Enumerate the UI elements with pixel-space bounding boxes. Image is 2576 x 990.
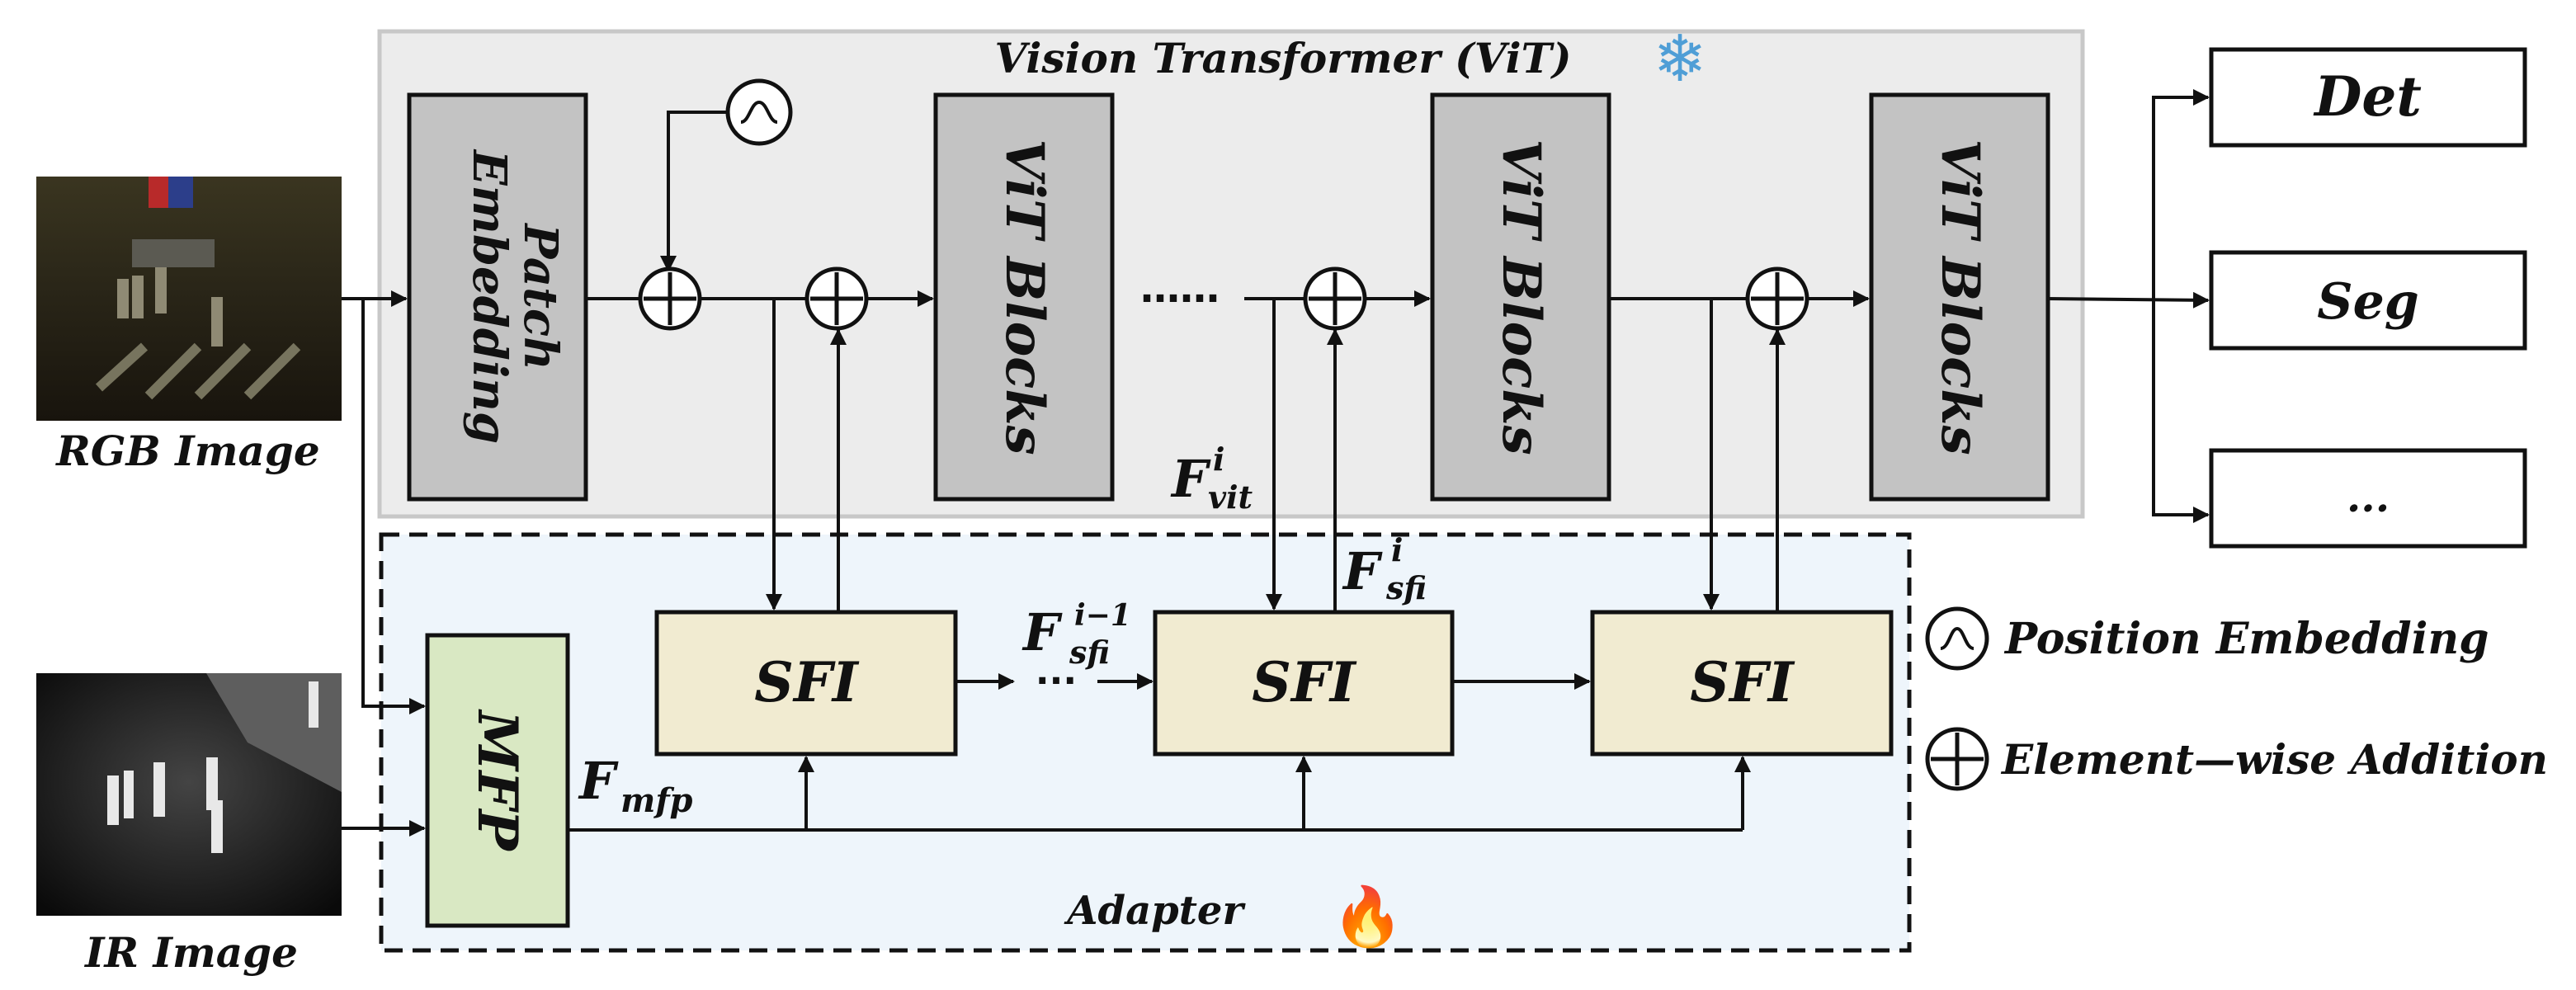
svg-text:ViT Blocks: ViT Blocks (993, 139, 1055, 455)
rgb-image-label: RGB Image (54, 427, 319, 475)
patch-embedding-block: Patch Embedding (407, 92, 588, 502)
add-icon (1925, 727, 1989, 791)
svg-text:SFI: SFI (1690, 650, 1795, 714)
sfi-ellipsis: ··· (1036, 660, 1077, 702)
svg-text:F: F (1170, 449, 1211, 509)
output-seg: Seg (2209, 250, 2527, 351)
svg-text:sfi: sfi (1385, 569, 1427, 606)
add-icon (804, 266, 869, 331)
position-embedding-icon (725, 78, 793, 146)
ir-image (36, 673, 342, 916)
svg-text:Seg: Seg (2317, 273, 2418, 331)
mfp-block: MFP (425, 633, 570, 928)
feature-label-f-sfi-i: F i sfi (1342, 531, 1427, 606)
legend: Position Embedding Element—wise Addition (1925, 606, 2548, 791)
vit-blocks-2: ViT Blocks (1430, 92, 1611, 502)
svg-text:sfi: sfi (1069, 634, 1110, 671)
sfi-block-2: SFI (1153, 610, 1455, 757)
output-more: ... (2209, 448, 2527, 549)
fire-icon: 🔥 (1332, 884, 1404, 950)
vit-ellipsis: …… (1140, 266, 1220, 312)
svg-text:i: i (1213, 441, 1224, 478)
svg-text:SFI: SFI (754, 650, 860, 714)
svg-text:Patch: Patch (513, 222, 568, 370)
output-det: Det (2209, 47, 2527, 148)
legend-element-wise-addition: Element—wise Addition (1925, 727, 2548, 791)
snowflake-icon: ❄ (1653, 23, 1706, 95)
add-icon (1303, 266, 1367, 331)
svg-text:Det: Det (2313, 64, 2422, 129)
feature-label-f-vit: F i vit (1170, 441, 1253, 516)
vit-container (377, 29, 2085, 519)
svg-text:Embedding: Embedding (462, 148, 517, 444)
adapter-title: Adapter (1064, 888, 1246, 934)
svg-text:F: F (1342, 541, 1383, 601)
svg-text:Position Embedding: Position Embedding (2003, 614, 2489, 664)
rgb-image (36, 177, 342, 421)
feature-label-f-sfi-prev: F i−1 sfi (1021, 598, 1131, 671)
position-embedding-icon (1925, 606, 1989, 671)
add-icon (638, 266, 702, 331)
svg-text:F: F (1021, 602, 1063, 662)
svg-text:mfp: mfp (620, 781, 693, 820)
sfi-block-3: SFI (1590, 610, 1894, 757)
legend-position-embedding: Position Embedding (1925, 606, 2489, 671)
svg-text:F: F (578, 751, 619, 811)
svg-text:i−1: i−1 (1074, 598, 1131, 633)
svg-text:Element—wise Addition: Element—wise Addition (2000, 735, 2548, 784)
svg-text:ViT Blocks: ViT Blocks (1929, 139, 1991, 455)
vit-blocks-1: ViT Blocks (933, 92, 1115, 502)
svg-text:ViT Blocks: ViT Blocks (1490, 139, 1552, 455)
add-icon (1745, 266, 1809, 331)
vit-blocks-3: ViT Blocks (1869, 92, 2050, 502)
svg-text:vit: vit (1208, 478, 1253, 516)
svg-text:...: ... (2347, 473, 2390, 521)
ir-image-label: IR Image (83, 928, 298, 977)
sfi-block-1: SFI (654, 610, 958, 757)
connections (342, 89, 2210, 837)
svg-text:i: i (1391, 531, 1403, 568)
feature-label-f-mfp: F mfp (578, 751, 693, 820)
vit-title: Vision Transformer (ViT) (994, 34, 1571, 82)
svg-text:MFP: MFP (465, 709, 530, 852)
svg-text:SFI: SFI (1252, 650, 1357, 714)
